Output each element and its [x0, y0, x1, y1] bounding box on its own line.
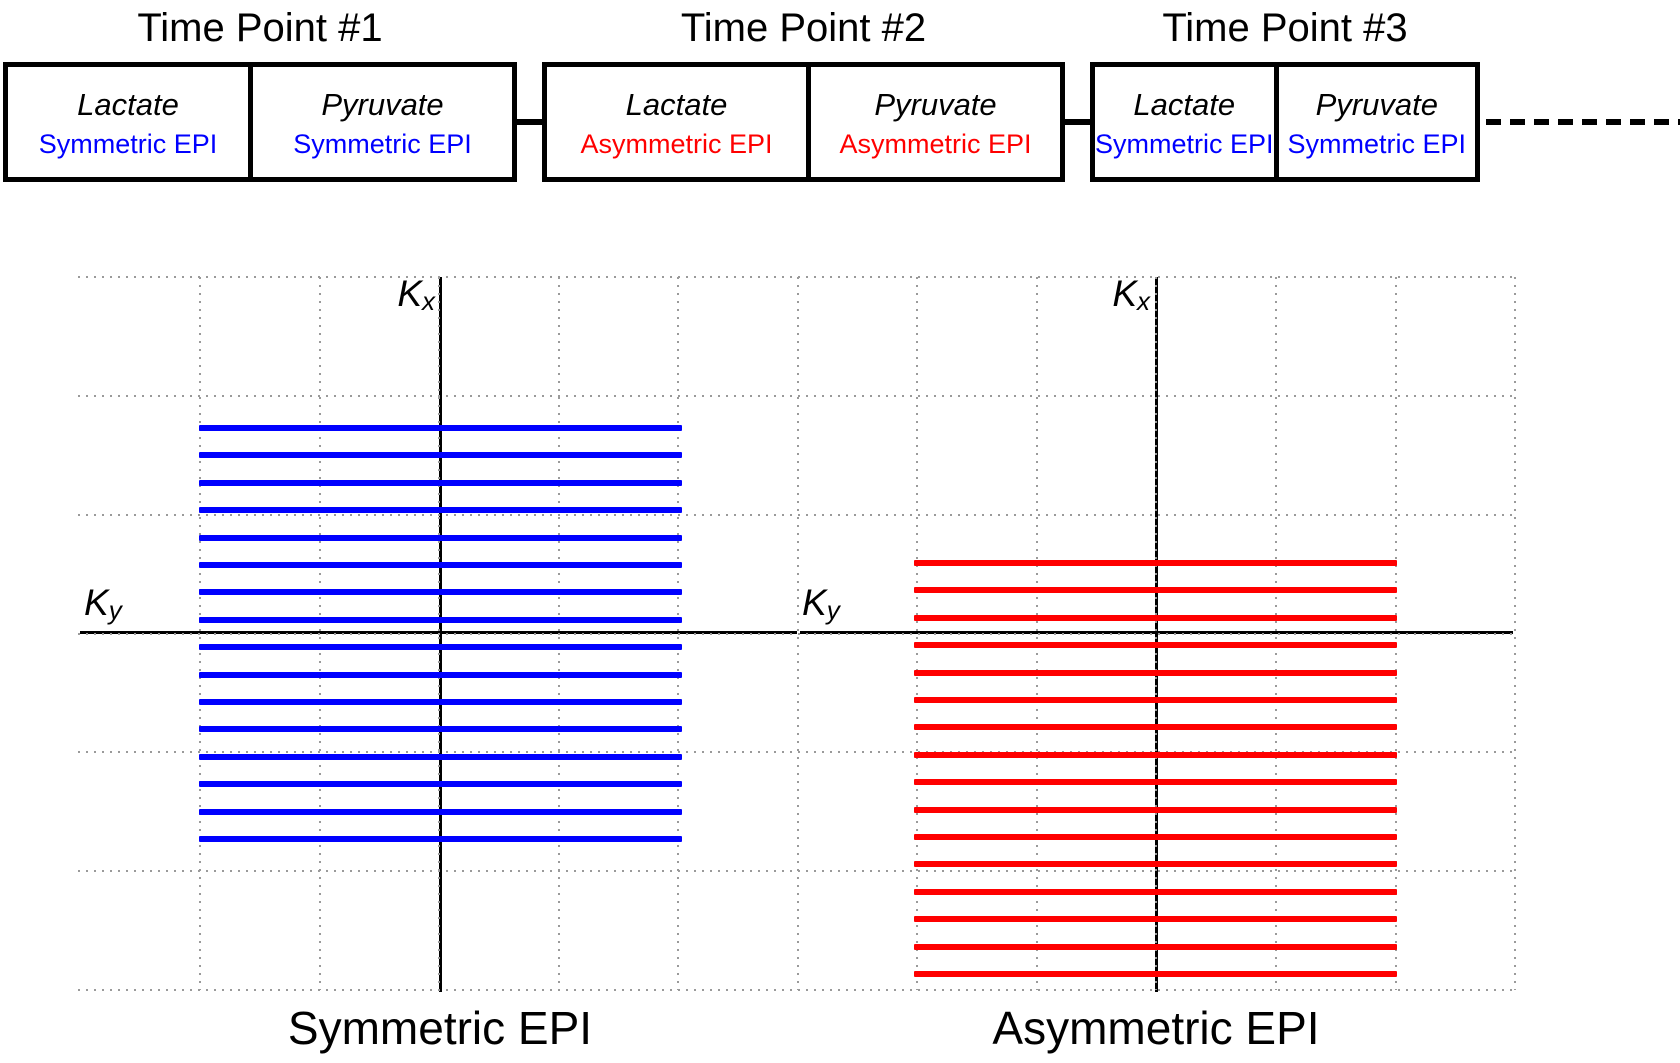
kspace-readout-line [199, 562, 682, 568]
epi-type-label: Symmetric EPI [293, 128, 472, 159]
time-point-1-title: Time Point #1 [137, 6, 383, 50]
metabolite-cell-pyruvate: Pyruvate Asymmetric EPI [811, 67, 1060, 177]
metabolite-label: Pyruvate [321, 86, 444, 122]
grid-line-vertical [1394, 277, 1397, 990]
kspace-caption-asymmetric: Asymmetric EPI [992, 1002, 1320, 1054]
kspace-readout-line [199, 808, 682, 815]
kx-axis-label: Kx [1112, 273, 1150, 317]
box-divider [1273, 67, 1279, 177]
ky-axis-label: Ky [84, 582, 122, 626]
time-point-1-box: Lactate Symmetric EPI Pyruvate Symmetric… [3, 62, 517, 182]
grid-line-vertical [1274, 277, 1277, 990]
kspace-readout-line [199, 699, 682, 705]
axis-label-subscript: x [422, 286, 435, 316]
metabolite-cell-lactate: Lactate Symmetric EPI [1095, 67, 1274, 177]
epi-type-label: Symmetric EPI [38, 128, 218, 159]
time-point-2-title: Time Point #2 [680, 6, 927, 50]
metabolite-cell-pyruvate: Pyruvate Symmetric EPI [253, 67, 512, 177]
time-point-2-box: Lactate Asymmetric EPI Pyruvate Asymmetr… [542, 62, 1065, 182]
grid-line-vertical [199, 277, 201, 990]
epi-type-label: Symmetric EPI [1095, 128, 1274, 159]
kspace-readout-line [199, 507, 682, 514]
kspace-readout-line [199, 644, 682, 651]
kspace-readout-line [199, 589, 682, 596]
metabolite-label: Lactate [625, 86, 728, 122]
kspace-readout-line [914, 888, 1397, 895]
grid-line-vertical [1155, 277, 1158, 990]
grid-line-vertical [916, 277, 919, 990]
box-divider [248, 67, 253, 177]
epi-type-label: Symmetric EPI [1287, 128, 1467, 159]
kspace-caption-symmetric: Symmetric EPI [287, 1002, 593, 1054]
time-point-3-title: Time Point #3 [1162, 6, 1408, 50]
grid-line-vertical [557, 277, 560, 990]
metabolite-label: Lactate [77, 86, 179, 122]
grid-line-vertical [1035, 277, 1038, 990]
kspace-readout-line [199, 753, 682, 760]
metabolite-cell-pyruvate: Pyruvate Symmetric EPI [1279, 67, 1475, 177]
sequence-continuation-dashes [1486, 119, 1680, 125]
grid-line-vertical [438, 277, 441, 990]
kspace-readout-line [199, 479, 682, 486]
metabolite-cell-lactate: Lactate Symmetric EPI [8, 67, 248, 177]
connector-line [512, 119, 544, 125]
kx-axis-label: Kx [397, 273, 435, 317]
kspace-readout-line [914, 971, 1397, 977]
kspace-readout-line [914, 779, 1397, 786]
kspace-readout-line [914, 697, 1397, 703]
grid-line-vertical [677, 277, 680, 990]
grid-line-vertical [318, 277, 321, 990]
grid-line-vertical [796, 277, 799, 990]
axis-label-subscript: y [826, 595, 840, 625]
kspace-readout-line [914, 861, 1397, 868]
ky-axis-label: Ky [802, 582, 840, 626]
kspace-readout-line [914, 642, 1397, 649]
kspace-readout-line [914, 943, 1397, 950]
metabolite-label: Lactate [1133, 86, 1236, 122]
axis-label-subscript: y [108, 595, 122, 625]
kspace-readout-line [914, 834, 1397, 840]
kspace-readout-line [199, 671, 682, 678]
kspace-readout-line [914, 587, 1397, 594]
metabolite-label: Pyruvate [874, 86, 997, 122]
grid-line-horizontal [78, 989, 1516, 992]
metabolite-cell-lactate: Lactate Asymmetric EPI [547, 67, 806, 177]
connector-line [1063, 119, 1090, 125]
kspace-readout-line [914, 806, 1397, 813]
kspace-readout-line [199, 836, 682, 842]
kspace-readout-line [914, 724, 1397, 731]
grid-line-vertical [1514, 277, 1517, 990]
kspace-readout-line [914, 560, 1397, 566]
time-point-3-box: Lactate Symmetric EPI Pyruvate Symmetric… [1090, 62, 1480, 182]
kspace-readout-line [914, 751, 1397, 758]
axis-label-subscript: x [1137, 286, 1150, 316]
kspace-readout-line [914, 614, 1397, 621]
kspace-readout-line [914, 916, 1397, 923]
kspace-readout-line [199, 452, 682, 459]
kspace-readout-line [199, 534, 682, 541]
kspace-readout-line [914, 669, 1397, 676]
metabolite-label: Pyruvate [1315, 86, 1438, 122]
kspace-readout-line [199, 726, 682, 733]
kspace-readout-line [199, 781, 682, 788]
epi-type-label: Asymmetric EPI [580, 128, 773, 159]
epi-type-label: Asymmetric EPI [839, 128, 1032, 159]
box-divider [806, 67, 811, 177]
kspace-readout-line [199, 616, 682, 623]
kspace-readout-line [199, 425, 682, 431]
